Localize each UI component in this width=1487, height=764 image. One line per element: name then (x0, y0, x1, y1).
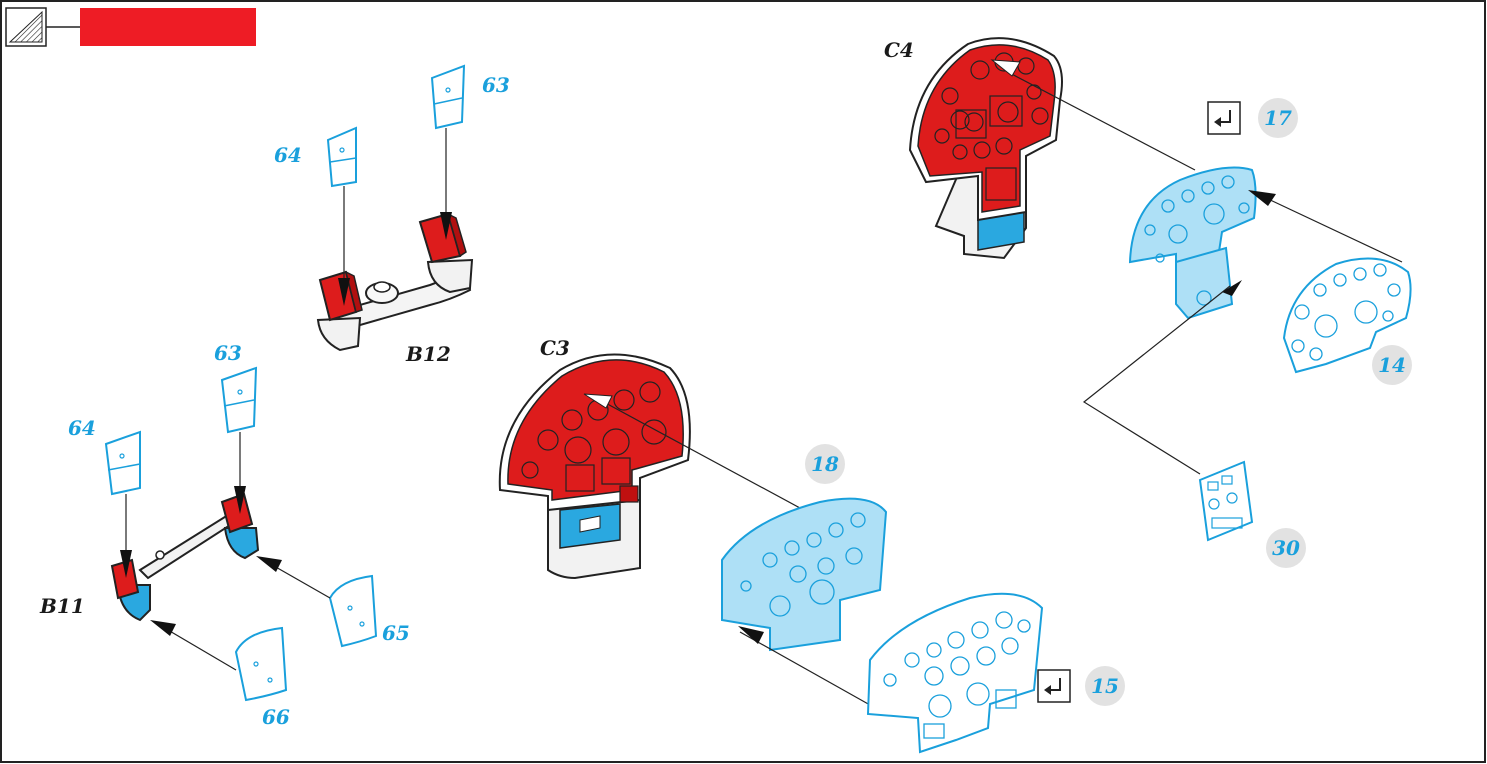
step-circle-18: 18 (805, 444, 845, 484)
label-c3: C3 (540, 336, 570, 360)
arrow-65 (256, 556, 282, 572)
leader-c4 (1003, 69, 1196, 171)
label-64-left: 64 (68, 416, 96, 440)
label-63-top: 63 (482, 73, 510, 97)
return-arrow-icon (1207, 101, 1241, 135)
step-number-14: 14 (1378, 353, 1406, 377)
label-65: 65 (382, 621, 410, 645)
leader-65 (273, 565, 331, 599)
label-63-left: 63 (214, 341, 242, 365)
leader-30 (1082, 285, 1231, 475)
pe-part-63-top (430, 64, 466, 130)
leader-18 (739, 631, 871, 706)
arrow-64-top (338, 278, 350, 306)
arrow-64-left (120, 550, 132, 578)
pe-part-30-subpanel (1198, 460, 1254, 542)
arrow-30 (1222, 280, 1242, 296)
arrow-c3 (583, 393, 613, 409)
label-64-top: 64 (274, 143, 302, 167)
pe-part-15-instrument-panel (866, 592, 1044, 754)
pe-part-17-instrument-film (1128, 166, 1257, 320)
part-c4-instrument-panel (908, 37, 1063, 260)
pe-part-14-instrument-panel (1282, 257, 1412, 374)
sheet-hatch-icon (5, 7, 47, 47)
header-red-bar (80, 8, 256, 46)
return-arrow-icon (1037, 669, 1071, 703)
arrow-c4 (990, 59, 1021, 77)
step-number-17: 17 (1264, 106, 1292, 130)
pedal-red-b12-right (418, 212, 467, 264)
arrow-63-top (440, 212, 452, 240)
part-c3-instrument-panel (498, 353, 691, 580)
label-66: 66 (262, 705, 290, 729)
label-b11: B11 (40, 594, 85, 618)
step-number-30: 30 (1272, 536, 1300, 560)
arrow-17 (1248, 190, 1276, 206)
step-circle-17: 17 (1258, 98, 1298, 138)
label-c4: C4 (884, 38, 914, 62)
part-b12-rudder-pedals (316, 258, 474, 352)
step-circle-30: 30 (1266, 528, 1306, 568)
step-circle-15: 15 (1085, 666, 1125, 706)
arrow-18 (738, 626, 764, 644)
pe-part-65 (328, 574, 378, 648)
arrow-66 (150, 620, 176, 636)
pe-part-63-left (220, 366, 258, 434)
arrow-63-left (234, 486, 246, 514)
pe-part-64-top (326, 126, 357, 188)
pe-part-18-instrument-film (721, 497, 888, 652)
step-circle-14: 14 (1372, 345, 1412, 385)
leader-66 (167, 629, 237, 671)
step-number-15: 15 (1091, 674, 1119, 698)
step-number-18: 18 (811, 452, 839, 476)
leader-17 (1265, 197, 1403, 263)
pe-part-66 (234, 626, 288, 702)
pe-part-64-left (104, 430, 141, 496)
label-b12: B12 (406, 342, 451, 366)
